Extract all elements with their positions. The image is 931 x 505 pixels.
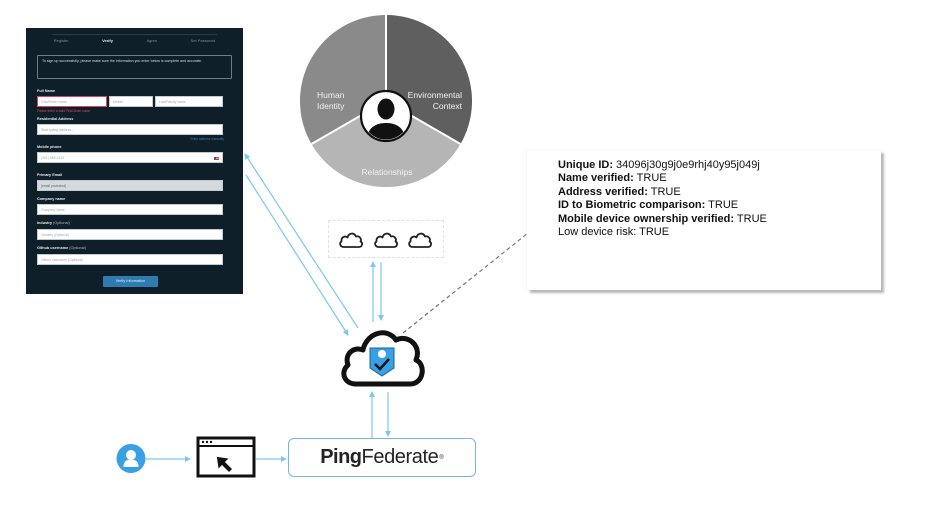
cloud-outline-icon[interactable] — [373, 230, 399, 250]
first-name-error: Please enter a valid First/Given name — [37, 109, 91, 113]
info-name-verified: Name verified: TRUE — [558, 172, 667, 185]
verify-information-button[interactable]: Verify Information — [103, 276, 158, 287]
github-optional: (Optional) — [69, 246, 86, 250]
form-notice: To sign up successfully, please make sur… — [37, 55, 232, 79]
registered-mark: ® — [439, 454, 444, 461]
address-input[interactable]: Start typing address... — [37, 124, 223, 135]
github-label: Github username (Optional) — [37, 246, 86, 250]
shield-check-icon — [369, 347, 395, 377]
phone-label: Mobile phone — [37, 145, 62, 149]
ping-logo-light: Federate — [361, 446, 439, 468]
step-register[interactable]: Register — [53, 38, 69, 43]
us-flag-icon[interactable] — [214, 156, 219, 160]
cloud-outline-icon[interactable] — [338, 230, 364, 250]
phone-placeholder: (201) 555-0123 — [41, 156, 65, 160]
full-name-label: Full Name — [37, 89, 56, 93]
address-label: Residential Address — [37, 117, 74, 121]
label-environmental-line1: Environmental — [408, 90, 462, 100]
browser-click-icon[interactable] — [196, 436, 256, 482]
info-device-risk: Low device risk: TRUE — [558, 226, 670, 239]
phone-input[interactable]: (201) 555-0123 — [37, 152, 223, 163]
label-environmental-line2: Context — [433, 101, 463, 111]
ping-logo-strong: Ping — [320, 446, 362, 468]
step-set-password[interactable]: Set Password — [190, 38, 216, 43]
company-input[interactable]: Company name — [37, 204, 223, 215]
cloud-outline-icon[interactable] — [407, 230, 433, 250]
person-silhouette-icon — [359, 89, 413, 143]
signup-form-panel: Register Verify Agree Set Password To si… — [26, 28, 243, 294]
middle-name-input[interactable]: Middle — [109, 96, 153, 107]
info-unique-id: Unique ID: 34096j30g9j0e9rhj40y95j049j — [558, 159, 760, 171]
cloud-services-group — [328, 220, 444, 258]
step-agree[interactable]: Agree — [146, 38, 158, 43]
github-label-text: Github username — [37, 246, 69, 250]
industry-input[interactable]: Industry (Optional) — [37, 229, 223, 240]
label-relationships: Relationships — [361, 167, 412, 177]
info-mobile-ownership: Mobile device ownership verified: TRUE — [558, 212, 767, 225]
step-tabs: Register Verify Agree Set Password — [37, 38, 232, 43]
company-label: Company name — [37, 197, 66, 201]
verification-result-box: Unique ID: 34096j30g9j0e9rhj40y95j049j N… — [527, 150, 881, 290]
info-biometric-comparison: ID to Biometric comparison: TRUE — [558, 199, 739, 212]
enter-address-manually-link[interactable]: Enter address manually — [190, 137, 225, 141]
email-input: [email protected] — [37, 180, 223, 191]
industry-optional: (Optional) — [53, 221, 70, 225]
secure-cloud-icon[interactable] — [338, 318, 426, 390]
identity-wheel: Human Identity Environmental Context Rel… — [300, 15, 472, 187]
user-circle-icon[interactable] — [116, 443, 146, 474]
industry-label: Industry (Optional) — [37, 221, 70, 225]
last-name-input[interactable]: Last/Family name — [155, 96, 223, 107]
step-verify[interactable]: Verify — [102, 38, 113, 43]
industry-label-text: Industry — [37, 221, 52, 225]
email-label: Primary Email — [37, 173, 63, 177]
step-progress-line — [52, 34, 217, 35]
github-input[interactable]: Github username (Optional) — [37, 254, 223, 265]
label-human-line1: Human — [317, 90, 345, 100]
info-address-verified: Address verified: TRUE — [558, 185, 681, 198]
first-name-input[interactable]: First/Given name — [37, 96, 107, 107]
label-human-line2: Identity — [317, 101, 345, 111]
